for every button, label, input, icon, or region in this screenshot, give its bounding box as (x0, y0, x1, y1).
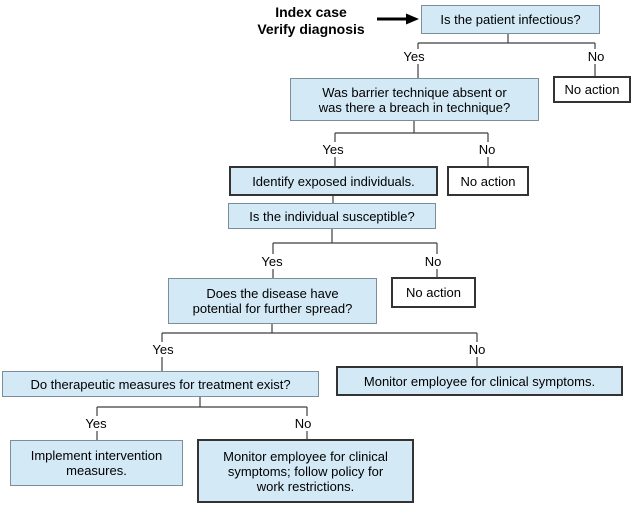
node-disease-spread: Does the disease have potential for furt… (168, 278, 377, 324)
node-individual-susceptible: Is the individual susceptible? (228, 203, 436, 229)
node-identify-exposed: Identify exposed individuals. (229, 166, 438, 196)
node-no-action-lower: No action (391, 277, 476, 308)
branch-infectious-yes: Yes (399, 49, 429, 64)
branch-spread-no: No (464, 342, 490, 357)
branch-susceptible-no: No (420, 254, 446, 269)
arrow-icon (377, 13, 419, 25)
branch-treatment-yes: Yes (81, 416, 111, 431)
branch-spread-yes: Yes (148, 342, 178, 357)
index-case-annotation: Index case Verify diagnosis (257, 4, 365, 37)
node-monitor-restrictions: Monitor employee for clinical symptoms; … (197, 439, 414, 503)
node-monitor-symptoms: Monitor employee for clinical symptoms. (336, 366, 623, 396)
branch-barrier-no: No (474, 142, 500, 157)
node-implement-intervention: Implement intervention measures. (10, 440, 183, 486)
branch-treatment-no: No (290, 416, 316, 431)
branch-susceptible-yes: Yes (257, 254, 287, 269)
node-no-action-mid: No action (447, 166, 529, 196)
node-therapeutic-measures: Do therapeutic measures for treatment ex… (2, 371, 319, 397)
node-no-action-top: No action (553, 76, 631, 103)
branch-infectious-no: No (583, 49, 609, 64)
node-barrier-technique: Was barrier technique absent or was ther… (290, 78, 539, 121)
branch-barrier-yes: Yes (318, 142, 348, 157)
node-is-patient-infectious: Is the patient infectious? (421, 5, 600, 34)
